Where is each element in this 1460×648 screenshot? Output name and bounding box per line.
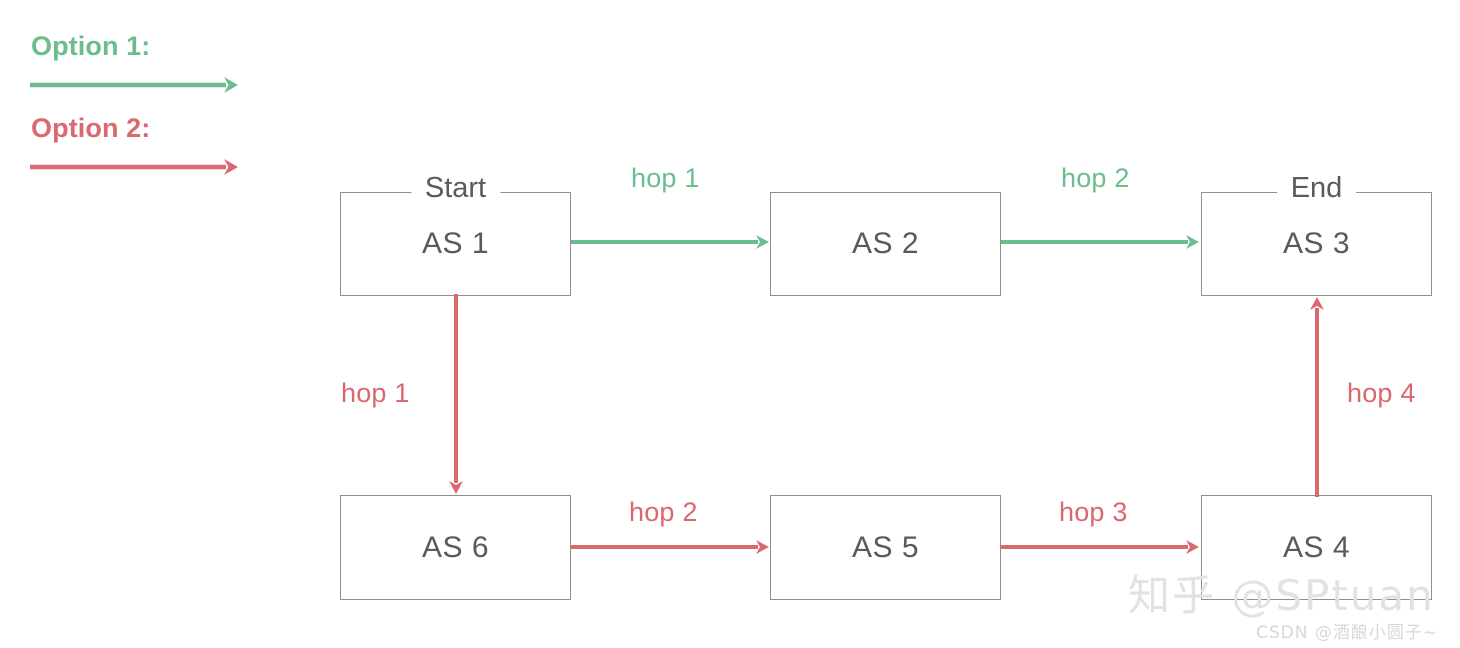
legend-option1-label: Option 1: xyxy=(31,31,151,61)
edge-red-as1-as6-arrow-icon xyxy=(446,294,466,497)
watermark-primary: 知乎 @SPtuan xyxy=(1128,571,1435,620)
node-as3-label: AS 3 xyxy=(1282,227,1351,260)
node-as1-badge: Start xyxy=(410,174,501,203)
edge-green-as2-as3-arrow-icon xyxy=(1001,232,1202,252)
edge-label-green-hop1: hop 1 xyxy=(631,163,700,193)
legend-option2-label: Option 2: xyxy=(31,113,151,143)
node-as5: AS 5 xyxy=(770,495,1001,600)
edge-red-as6-as5-arrow-icon xyxy=(571,537,772,557)
node-as2-label: AS 2 xyxy=(851,227,920,260)
edge-label-red-hop4: hop 4 xyxy=(1347,378,1416,408)
edge-label-green-hop2: hop 2 xyxy=(1061,163,1130,193)
edge-label-red-hop3: hop 3 xyxy=(1059,497,1128,527)
edge-green-as1-as2-arrow-icon xyxy=(571,232,772,252)
node-as4-label: AS 4 xyxy=(1282,530,1351,564)
node-as1: Start AS 1 xyxy=(340,174,571,296)
legend-option1-arrow-icon xyxy=(30,74,242,96)
node-as2: AS 2 xyxy=(770,192,1001,296)
edge-label-red-hop1: hop 1 xyxy=(341,378,410,408)
edge-label-red-hop2: hop 2 xyxy=(629,497,698,527)
edge-red-as4-as3-arrow-icon xyxy=(1307,294,1327,497)
node-as5-label: AS 5 xyxy=(851,530,920,564)
node-as6: AS 6 xyxy=(340,495,571,600)
watermark-secondary: CSDN @酒酿小圆子~ xyxy=(1256,623,1439,643)
node-as3: End AS 3 xyxy=(1201,174,1432,296)
node-as3-badge: End xyxy=(1276,174,1357,203)
node-as6-label: AS 6 xyxy=(421,530,490,564)
legend-option2-arrow-icon xyxy=(30,156,242,178)
edge-red-as5-as4-arrow-icon xyxy=(1001,537,1202,557)
node-as1-label: AS 1 xyxy=(421,227,490,260)
